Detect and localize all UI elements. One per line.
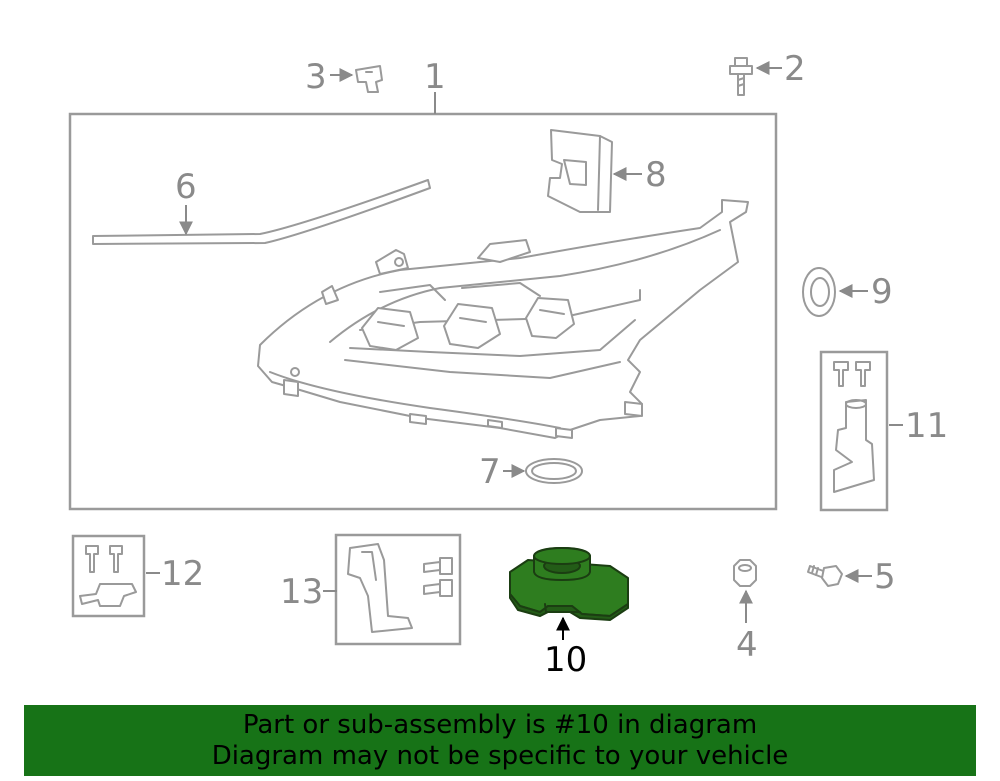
- callout-1: 1: [424, 57, 446, 97]
- callout-6: 6: [175, 167, 197, 207]
- part-10-control-module[interactable]: [509, 547, 629, 622]
- part-4-nut: [733, 559, 757, 587]
- part-8-bracket: [547, 129, 613, 213]
- part-9-grommet: [802, 267, 836, 317]
- callout-7: 7: [479, 452, 501, 492]
- part-7-gasket: [525, 458, 583, 484]
- headlamp-housing: [257, 199, 749, 439]
- callout-12: 12: [161, 554, 204, 594]
- callout-11: 11: [905, 406, 948, 446]
- part-11-bracket: [833, 361, 875, 493]
- part-12-kit-box: [71, 534, 146, 618]
- part-13-bracket: [347, 543, 453, 633]
- parts-diagram: 1 3 2 6 8: [68, 49, 948, 680]
- callout-13: 13: [280, 572, 323, 612]
- part-13-kit-box: [334, 533, 462, 646]
- banner-line-1: Part or sub-assembly is #10 in diagram: [242, 710, 758, 740]
- callout-9: 9: [871, 272, 893, 312]
- notice-banner: Part or sub-assembly is #10 in diagram D…: [24, 705, 976, 776]
- callout-8: 8: [645, 155, 667, 195]
- part-11-kit-box: [819, 350, 889, 512]
- callout-3: 3: [305, 57, 327, 97]
- part-2-bolt: [729, 57, 753, 96]
- part-3-clip-nut: [355, 65, 383, 93]
- callout-4: 4: [736, 625, 758, 665]
- part-12-bracket: [79, 545, 137, 607]
- part-5-screw: [807, 565, 843, 587]
- banner-line-2: Diagram may not be specific to your vehi…: [211, 741, 789, 771]
- callout-5: 5: [874, 557, 896, 597]
- headlamp-assembly-box: [68, 112, 778, 511]
- callout-10: 10: [544, 640, 587, 680]
- part-6-trim-strip: [92, 179, 431, 245]
- callout-2: 2: [784, 49, 806, 89]
